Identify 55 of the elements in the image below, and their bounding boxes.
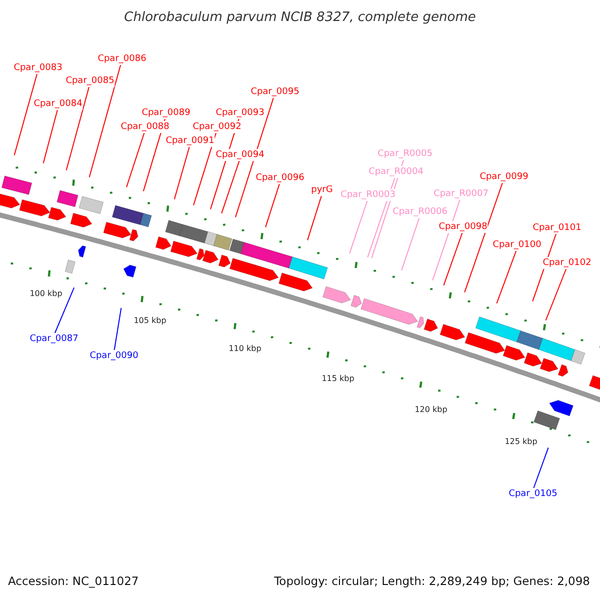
leader-line <box>126 132 145 188</box>
gene-label: Cpar_0098 <box>438 221 488 233</box>
leader-line <box>54 287 75 334</box>
leader-line <box>443 232 463 286</box>
gene-label: Cpar_0084 <box>34 98 82 110</box>
gene-label: Cpar_0091 <box>166 135 214 147</box>
gene-label: Cpar_R0007 <box>434 188 488 200</box>
leader-line <box>496 250 517 304</box>
gene-label: Cpar_0092 <box>192 121 242 133</box>
gene-label: Cpar_R0006 <box>392 206 448 218</box>
scale-label: 115 kbp <box>322 374 354 383</box>
leader-line <box>14 74 38 156</box>
leader-line <box>88 64 122 178</box>
leader-line <box>114 307 122 350</box>
gene-label: Cpar_0105 <box>508 488 558 500</box>
leader-line <box>265 184 280 228</box>
accession-text: Accession: NC_011027 <box>8 574 139 588</box>
leader-line <box>66 86 90 171</box>
gene-label: Cpar_0100 <box>492 239 542 251</box>
gene-label: Cpar_0087 <box>30 333 78 345</box>
leader-line <box>42 110 58 164</box>
scale-label: 110 kbp <box>228 344 262 353</box>
gene-label: Cpar_0090 <box>90 350 138 362</box>
leader-line <box>307 196 322 241</box>
gene-label: Cpar_R0004 <box>368 166 424 178</box>
gene-label: Cpar_0088 <box>120 121 170 133</box>
scale-label: 105 kbp <box>134 316 166 325</box>
gene-label: Cpar_0096 <box>256 172 304 184</box>
leader-line <box>221 160 240 214</box>
scale-label: 100 kbp <box>30 289 62 298</box>
gene-label: Cpar_0083 <box>14 62 62 74</box>
gene-label: Cpar_0089 <box>142 107 190 119</box>
leader-line <box>235 98 274 218</box>
leader-line <box>349 200 368 254</box>
gene-label: Cpar_0099 <box>480 171 528 183</box>
gene-label: Cpar_0093 <box>216 107 264 119</box>
leader-line <box>533 447 549 488</box>
scale-label: 125 kbp <box>504 437 538 446</box>
leader-line <box>545 268 567 321</box>
gene-label: Cpar_0085 <box>66 75 114 87</box>
leader-line <box>401 218 420 271</box>
gene-label: Cpar_R0003 <box>340 189 396 201</box>
title: Chlorobaculum parvum NCIB 8327, complete genome <box>123 10 477 25</box>
gene-label: Cpar_0094 <box>216 149 264 161</box>
leader-line <box>464 182 503 293</box>
gene-label: Cpar_0095 <box>250 86 300 98</box>
gene-label: Cpar_0101 <box>532 222 582 234</box>
leader-line <box>174 146 190 200</box>
gene-label: Cpar_0086 <box>98 53 146 65</box>
gene-label: Cpar_0102 <box>542 257 592 269</box>
genome-info-text: Topology: circular; Length: 2,289,249 bp; Genes: 2,098 <box>274 574 590 588</box>
gene-label: pyrG <box>311 184 333 196</box>
leader-line <box>193 132 216 206</box>
scale-label: 120 kbp <box>414 405 448 414</box>
gene-label: Cpar_R0005 <box>378 148 432 160</box>
